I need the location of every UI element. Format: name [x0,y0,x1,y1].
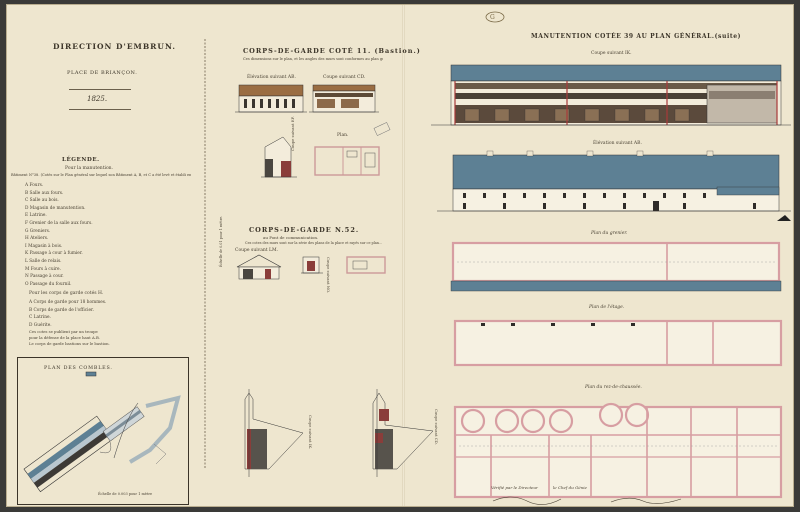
legend-item: H Ateliers. [25,236,49,242]
legend-item: L Salle de relais. [25,258,62,264]
legend-intro: Bâtiment N°38. (Cotés sur le Plan généra… [11,173,191,177]
legend-item: N Passage à cour. [25,274,64,280]
legend-item: D Magasin de manutention. [25,205,86,211]
cg11-coupe-cd-label: Coupe suivant CD. [323,75,366,80]
legend-item: K Passage à cour à fumier. [25,251,83,257]
cg52-coupe-no-label: Coupe suivant NO. [326,257,331,294]
legend-subtitle: Pour la manutention. [65,166,113,171]
cg52-title: CORPS-DE-GARDE N.52. [249,226,360,234]
legend-item: C Salle au bois. [25,198,59,204]
cg52-note: Ces cotes des murs sont sur la série des… [245,241,383,245]
cg52-coupe-lm-label: Coupe suivant LM. [235,248,279,253]
bastion-section-right [372,389,434,477]
legend-list: A Fours. B Salle aux fours. C Salle au b… [25,182,195,288]
hatched-box-icon [373,122,391,136]
middle-scale-note: Échelle de 0.01 pour 1 mètre. [219,215,223,267]
legend-title: LÉGENDE. [62,157,100,163]
corps-legend-item: A Corps de garde pour 18 hommes. [29,300,107,305]
coupe-cd2-label: Coupe suivant CD. [434,409,439,445]
svg-text:G: G [490,14,495,21]
cg11-title: CORPS-DE-GARDE COTÉ 11. (Bastion.) [243,47,421,55]
legend-item: F Grenier de la salle aux fours. [25,220,93,226]
cg11-section-drawing [261,136,297,178]
plan-rdc-label: Plan du rez-de-chaussée. [585,385,642,390]
corps-legend-list: A Corps de garde pour 18 hommes. B Corps… [29,299,199,329]
manutention-section-drawing [431,64,791,126]
legend-note-1: Ces cotes se publient par un troupe [29,329,98,334]
direction-title: DIRECTION D'EMBRUN. [53,42,176,51]
cg11-elevation-drawing [235,84,307,113]
legend-item: O Passage du fournil. [25,281,72,287]
cg52-subtitle: au Pont de communication. [263,235,319,240]
legend-item: I Magasin à bois. [25,243,63,249]
manutention-elevation-drawing [437,150,791,221]
cg11-subtitle: Ces dimensions sur le plan, et les angle… [243,57,383,61]
elevation-ab-right-label: Élévation suivant AB. [593,141,642,146]
corps-legend-item: D Guérite. [29,322,52,328]
manutention-title: MANUTENTION COTÉE 39 AU PLAN GÉNÉRAL.(su… [531,33,742,40]
legend-item: M Fours à cuire. [25,266,61,272]
year-label: 1825. [87,95,108,103]
cg52-section-drawing [236,254,282,280]
plan-etage-drawing [453,319,783,367]
corps-legend-item: B Corps de garde de l'officier. [29,307,94,313]
legend-item: G Greniers. [25,228,51,234]
corps-legend-title: Pour les corps de garde cotés H. [29,291,104,296]
year-rule-top [69,89,131,90]
plan-rdc-drawing [453,402,783,499]
cg11-plan-drawing [314,146,380,176]
cg11-plan-label: Plan. [337,133,349,138]
place-title: PLACE DE BRIANÇON. [67,70,138,76]
inset-scale-note: Échelle de 0.003 pour 1 mètre [98,492,153,496]
legend-note-3: Le corps de garde bastions sur le bastio… [29,341,110,346]
cg11-elevation-label: Élévation suivant AB. [247,75,296,80]
archive-stamp-icon: G [485,11,505,23]
year-rule-bottom [69,109,131,110]
cg52-plan-drawing [346,256,386,274]
coupe-ik-label: Coupe suivant IK. [308,415,313,450]
cg11-coupe-drawing [309,84,379,113]
panel-divider [204,39,206,469]
plan-grenier-label: Plan du grenier. [591,231,628,236]
cg52-elevation-drawing [301,256,323,274]
inset-title: PLAN DES COMBLES. [44,366,113,371]
plan-grenier-drawing [450,241,782,292]
drawing-sheet: G DIRECTION D'EMBRUN. PLACE DE BRIANÇON.… [6,4,794,507]
plan-etage-label: Plan de l'étage. [589,305,625,310]
legend-item: B Salle aux fours. [25,190,64,196]
coupe-ik-right-label: Coupe suivant IK. [591,51,632,56]
legend-note-2: pour la défense de la place haut A.B. [29,335,100,340]
roof-plan-inset: PLAN DES COMBLES. Échelle de 0.003 pour … [17,357,189,505]
sheet-fold [402,5,405,506]
legend-item: E Latrine. [25,213,47,219]
signature-directeur: Vérifié par le Directeur [491,485,538,490]
roof-plan-drawing [23,371,181,493]
signature-flourish-icon [492,496,682,505]
signature-chef-genie: le Chef du Génie [553,485,587,490]
corps-legend-item: C Latrine. [29,315,51,321]
bastion-section-left [244,389,304,477]
legend-item: A Fours. [25,183,44,188]
